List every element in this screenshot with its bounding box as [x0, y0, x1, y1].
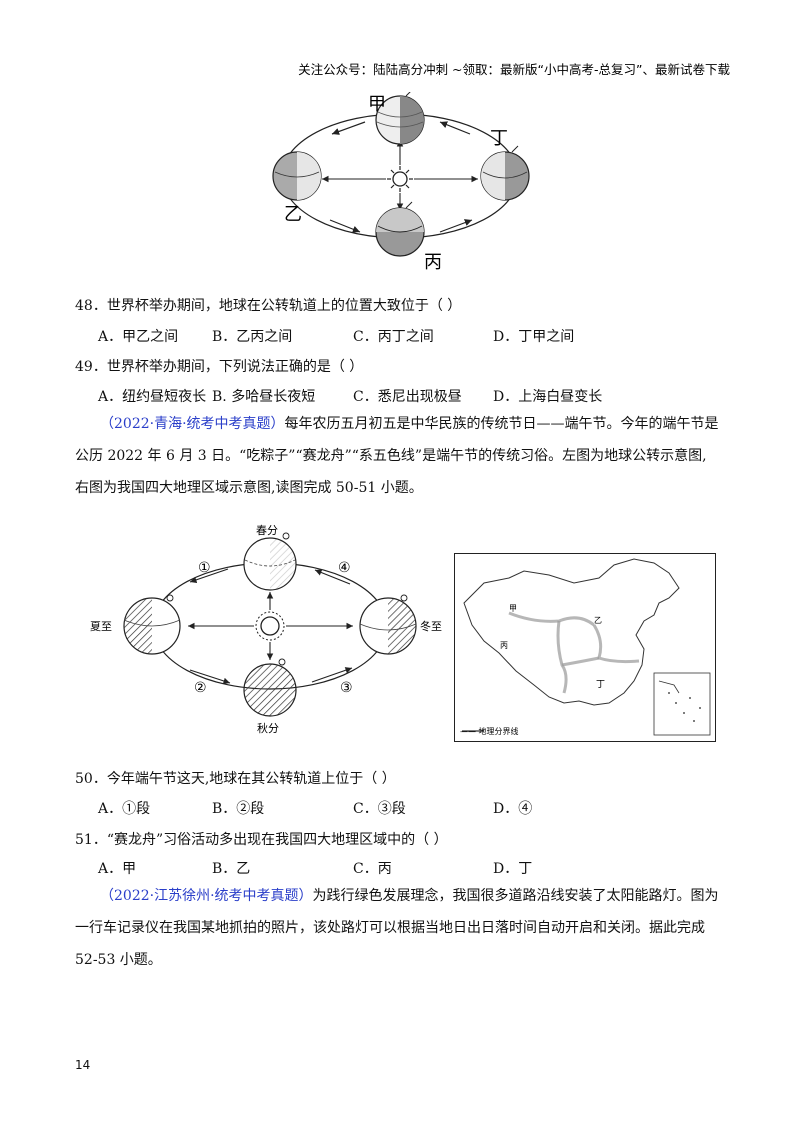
passage-2-source: （2022·江苏徐州·统考中考真题） — [100, 888, 313, 904]
passage-1-line2: 公历 2022 年 6 月 3 日。“吃粽子”“赛龙舟”“系五色线”是端午节的传… — [75, 448, 707, 464]
label-seg3: ③ — [340, 680, 353, 696]
q51-option-a[interactable]: A．甲 — [98, 861, 137, 877]
q49-option-b[interactable]: B. 多哈昼长夜短 — [212, 389, 316, 405]
earth-dongzhi — [359, 594, 417, 655]
q49-option-a[interactable]: A．纽约昼短夜长 — [98, 389, 207, 405]
page-header: 关注公众号：陆陆高分冲刺 ~领取：最新版“小中高考-总复习”、最新试卷下载 — [298, 62, 730, 77]
question-48-stem: 48．世界杯举办期间，地球在公转轨道上的位置大致位于（ ） — [75, 298, 462, 314]
passage-2-line1: 为践行绿色发展理念，我国很多道路沿线安装了太阳能路灯。图为 — [312, 888, 719, 904]
question-51-stem: 51．“赛龙舟”习俗活动多出现在我国四大地理区域中的（ ） — [75, 832, 448, 848]
q48-option-b[interactable]: B．乙丙之间 — [212, 329, 293, 345]
q51-option-c[interactable]: C．丙 — [353, 861, 392, 877]
q50-option-b[interactable]: B．②段 — [212, 801, 265, 817]
map-legend: —— 地理分界线 — [460, 726, 519, 736]
label-dongzhi: 冬至 — [420, 619, 442, 633]
region-label-bing: 丙 — [500, 641, 508, 650]
label-ding: 丁 — [490, 128, 508, 149]
label-chunfen: 春分 — [256, 524, 278, 537]
label-jia: 甲 — [368, 94, 386, 115]
passage-52-53: （2022·江苏徐州·统考中考真题）为践行绿色发展理念，我国很多道路沿线安装了太… — [75, 880, 735, 976]
china-outline — [463, 558, 680, 706]
earth-qiufen — [243, 658, 297, 717]
q49-option-d[interactable]: D．上海白昼变长 — [493, 389, 603, 405]
earth-chunfen — [243, 532, 297, 591]
passage-1-source: （2022·青海·统考中考真题） — [100, 416, 285, 432]
q50-option-a[interactable]: A．①段 — [98, 801, 151, 817]
earth-jia — [375, 92, 425, 145]
passage-1-line1: 每年农历五月初五是中华民族的传统节日——端午节。今年的端午节是 — [284, 416, 719, 432]
earth-yi — [272, 151, 322, 201]
label-seg1: ① — [198, 560, 211, 576]
q51-option-d[interactable]: D．丁 — [493, 861, 533, 877]
earth-xiazhi — [123, 594, 181, 655]
passage-2-line3: 52-53 小题。 — [75, 952, 162, 968]
sun-icon-2 — [255, 611, 285, 641]
q51-option-b[interactable]: B．乙 — [212, 861, 251, 877]
label-seg4: ④ — [338, 560, 351, 576]
label-xiazhi: 夏至 — [90, 620, 112, 633]
q50-option-d[interactable]: D．④ — [493, 801, 533, 817]
sun-icon — [387, 166, 413, 192]
label-qiufen: 秋分 — [257, 721, 279, 735]
question-49-stem: 49．世界杯举办期间，下列说法正确的是（ ） — [75, 359, 364, 375]
q48-option-a[interactable]: A．甲乙之间 — [98, 329, 179, 345]
earth-ding — [480, 145, 530, 201]
q48-option-d[interactable]: D．丁甲之间 — [493, 329, 575, 345]
label-yi: 乙 — [284, 204, 302, 225]
label-bing: 丙 — [424, 252, 442, 272]
region-label-yi: 乙 — [594, 616, 602, 625]
page-number: 14 — [75, 1058, 91, 1072]
south-china-sea-inset — [653, 672, 711, 736]
label-seg2: ② — [194, 680, 207, 696]
figure-china-regions-map: —— 地理分界线 甲 乙 丙 丁 — [454, 553, 716, 742]
earth-bing — [375, 201, 425, 257]
passage-50-51: （2022·青海·统考中考真题）每年农历五月初五是中华民族的传统节日——端午节。… — [75, 408, 735, 504]
q48-option-c[interactable]: C．丙丁之间 — [353, 329, 434, 345]
passage-2-line2: 一行车记录仪在我国某地抓拍的照片，该处路灯可以根据当地日出日落时间自动开启和关闭… — [75, 920, 705, 936]
q49-option-c[interactable]: C．悉尼出现极昼 — [353, 389, 462, 405]
passage-1-line3: 右图为我国四大地理区域示意图,读图完成 50-51 小题。 — [75, 480, 423, 496]
q50-option-c[interactable]: C．③段 — [353, 801, 406, 817]
region-label-ding: 丁 — [596, 680, 605, 690]
figure-earth-revolution-1: 甲 乙 丁 丙 — [272, 92, 530, 272]
region-label-jia: 甲 — [509, 604, 517, 613]
question-50-stem: 50．今年端午节这天,地球在其公转轨道上位于（ ） — [75, 771, 396, 787]
figure-earth-revolution-2: 春分 夏至 冬至 秋分 ① ④ ② ③ — [90, 524, 442, 735]
